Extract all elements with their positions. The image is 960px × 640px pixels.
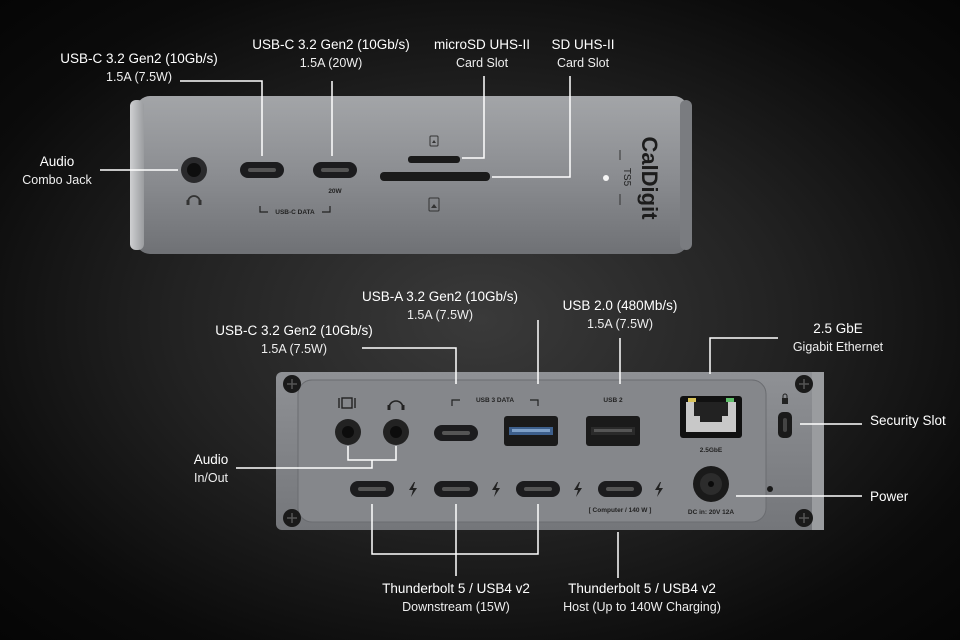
model-marking: TS5 [621,168,632,187]
screw [795,509,813,527]
sd-card-icon [428,197,440,212]
dc-power-jack [693,466,729,502]
usb-c-data-marking: USB-C DATA [275,209,315,216]
security-slot [778,412,792,438]
power-led [767,486,773,492]
lock-icon [782,393,788,404]
audio-in-jack [335,419,361,445]
audio-out-jack [383,419,409,445]
brand-logo: CalDigit [637,136,662,220]
thunderbolt-downstream-port-3 [516,481,560,497]
thunderbolt-icon [492,482,500,497]
usb2-marking: USB 2 [603,397,623,404]
front-audio-jack [181,157,207,183]
ethernet-port [680,396,742,438]
back-dock [276,372,824,530]
computer-marking: [ Computer / 140 W ] [589,507,652,514]
callout-lines [100,76,862,578]
label-front-usbc-2: USB-C 3.2 Gen2 (10Gb/s)1.5A (20W) [252,37,410,70]
thunderbolt-downstream-port-1 [350,481,394,497]
mic-icon [338,397,356,409]
thunderbolt-icon [409,482,417,497]
headset-icon [186,195,202,205]
usb3-data-marking: USB 3 DATA [476,397,514,404]
gbe-marking: 2.5GbE [700,447,723,454]
usb-a-port [504,416,558,446]
label-back-usbc: USB-C 3.2 Gen2 (10Gb/s)1.5A (7.5W) [215,323,373,356]
label-security-slot: Security Slot [870,413,946,428]
label-usb-a: USB-A 3.2 Gen2 (10Gb/s)1.5A (7.5W) [361,289,519,322]
usb-2-port [586,416,640,446]
thunderbolt-icon [655,482,663,497]
headphone-icon [387,400,405,410]
label-power: Power [870,489,909,504]
status-led [603,175,609,181]
thunderbolt-downstream-port-2 [434,481,478,497]
thunderbolt-host-port [598,481,642,497]
screw [795,375,813,393]
microsd-icon [429,135,439,147]
label-usb-2: USB 2.0 (480Mb/s)1.5A (7.5W) [562,298,678,331]
microsd-slot [408,156,460,163]
port-20w-marking: 20W [328,188,342,195]
screw [283,509,301,527]
thunderbolt-icon [574,482,582,497]
dc-in-marking: DC in: 20V 12A [688,509,735,516]
label-front-usbc-1: USB-C 3.2 Gen2 (10Gb/s)1.5A (7.5W) [60,51,218,84]
screw [283,375,301,393]
sd-slot [380,172,490,181]
